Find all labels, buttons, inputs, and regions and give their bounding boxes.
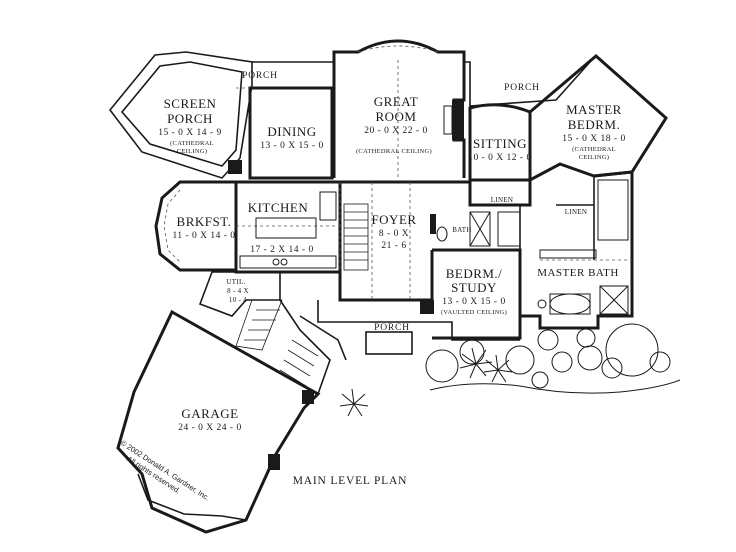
- copyright-block: © 2002 Donald A. Gardner, Inc. All right…: [119, 438, 211, 502]
- kitchen-walls: [234, 180, 342, 274]
- porch-left-label: PORCH: [242, 71, 278, 81]
- screen-porch-note-1: (CATHEDRAL: [170, 140, 214, 147]
- garage-bay: [137, 473, 247, 521]
- fireplace: [452, 100, 464, 140]
- screen-porch-inner: [120, 61, 243, 167]
- garage-walls: [116, 309, 321, 534]
- hearth: [443, 105, 453, 135]
- great-room-dims: 20 - 0 X 22 - 0: [364, 126, 427, 136]
- sitting-name: SITTING: [473, 136, 527, 151]
- utility-name: UTIL.: [226, 278, 245, 286]
- master-bath-walls: [518, 170, 634, 330]
- garage-name: GARAGE: [181, 406, 238, 421]
- plan-title: MAIN LEVEL PLAN: [293, 475, 407, 487]
- palm-plant-3: [339, 388, 369, 417]
- bath-label: BATH: [452, 226, 471, 234]
- sitting-dims: 10 - 0 X 12 - 0: [468, 153, 531, 163]
- master-shower: [599, 285, 629, 315]
- utility-walls: [198, 271, 281, 317]
- garage-dims: 24 - 0 X 24 - 0: [178, 423, 241, 433]
- great-room-name-2: ROOM: [375, 109, 416, 124]
- foyer-stairs: [343, 203, 369, 271]
- utility-stairs: [235, 299, 283, 351]
- porch-right-label: PORCH: [504, 83, 540, 93]
- solid-accents: [228, 160, 436, 470]
- screen-porch-note-2: CEILING): [177, 148, 208, 155]
- master-bedroom-note-2: CEILING): [579, 154, 610, 161]
- porch-front-label: PORCH: [374, 323, 410, 333]
- kitchen-island: [255, 217, 317, 239]
- landscaping: [339, 323, 681, 417]
- utility-dims-2: 10 - 4: [229, 296, 247, 304]
- interior-lines: [236, 60, 632, 300]
- breakfast-bay: [163, 189, 181, 263]
- great-room-bay: [357, 45, 439, 53]
- foyer-name: FOYER: [371, 212, 416, 227]
- dining-walls: [248, 86, 334, 180]
- screen-porch-outline: [108, 51, 253, 179]
- screen-porch-name-1: SCREEN: [164, 96, 217, 111]
- utility-dims-1: 8 - 4 X: [227, 287, 249, 295]
- kitchen-dims: 17 - 2 X 14 - 0: [250, 245, 313, 255]
- master-bath-name: MASTER BATH: [537, 267, 619, 279]
- screen-porch-dims: 15 - 0 X 14 - 9: [158, 128, 221, 138]
- bath-fixtures: [436, 179, 629, 315]
- master-bedroom-name-2: BEDRM.: [568, 117, 620, 132]
- walkway-left: [279, 299, 331, 395]
- linen-left-label: LINEN: [491, 196, 514, 204]
- palm-plant-1: [459, 347, 493, 379]
- breakfast-name: BRKFST.: [177, 214, 232, 229]
- kitchen-name: KITCHEN: [248, 200, 309, 215]
- master-bedroom-note-1: (CATHEDRAL: [572, 146, 616, 153]
- porch-right-edge: [464, 61, 591, 107]
- master-bedroom-dims: 15 - 0 X 18 - 0: [562, 134, 625, 144]
- screen-porch-name-2: PORCH: [167, 111, 213, 126]
- front-porch-step: [365, 331, 413, 355]
- refrigerator: [319, 191, 337, 221]
- study-name-1: BEDRM./: [446, 266, 503, 281]
- porch-left-edge: [252, 52, 335, 63]
- kitchen-counter: [239, 255, 337, 269]
- great-room-name-1: GREAT: [374, 94, 418, 109]
- great-room-note: (CATHEDRAL CEILING): [356, 148, 432, 155]
- room-labels: SCREEN PORCH 15 - 0 X 14 - 9 (CATHEDRAL …: [158, 71, 625, 487]
- dining-dims: 13 - 0 X 15 - 0: [260, 141, 323, 151]
- master-bedroom-name-1: MASTER: [566, 102, 622, 117]
- study-walls: [432, 248, 522, 340]
- bath-toilet: [436, 226, 448, 242]
- master-tub: [549, 293, 591, 315]
- foyer-dims-2: 21 - 6: [381, 241, 406, 251]
- bath-tub: [469, 211, 491, 247]
- foyer-front-wall: [338, 250, 434, 302]
- linen-right-label: LINEN: [565, 208, 588, 216]
- walkway-right: [299, 315, 347, 361]
- entry-steps: [279, 339, 319, 387]
- foyer-dims-1: 8 - 0 X: [379, 229, 409, 239]
- study-dims: 13 - 0 X 15 - 0: [442, 297, 505, 307]
- breakfast-dims: 11 - 0 X 14 - 0: [172, 231, 235, 241]
- study-note: (VAULTED CEILING): [441, 309, 507, 316]
- breakfast-walls: [154, 180, 236, 272]
- kitchen-fixtures: [239, 191, 337, 269]
- study-name-2: STUDY: [451, 280, 497, 295]
- dining-name: DINING: [267, 124, 316, 139]
- lawn-edge: [429, 379, 681, 394]
- palm-plant-2: [483, 354, 513, 383]
- copyright-line-1: © 2002 Donald A. Gardner, Inc.: [119, 438, 211, 502]
